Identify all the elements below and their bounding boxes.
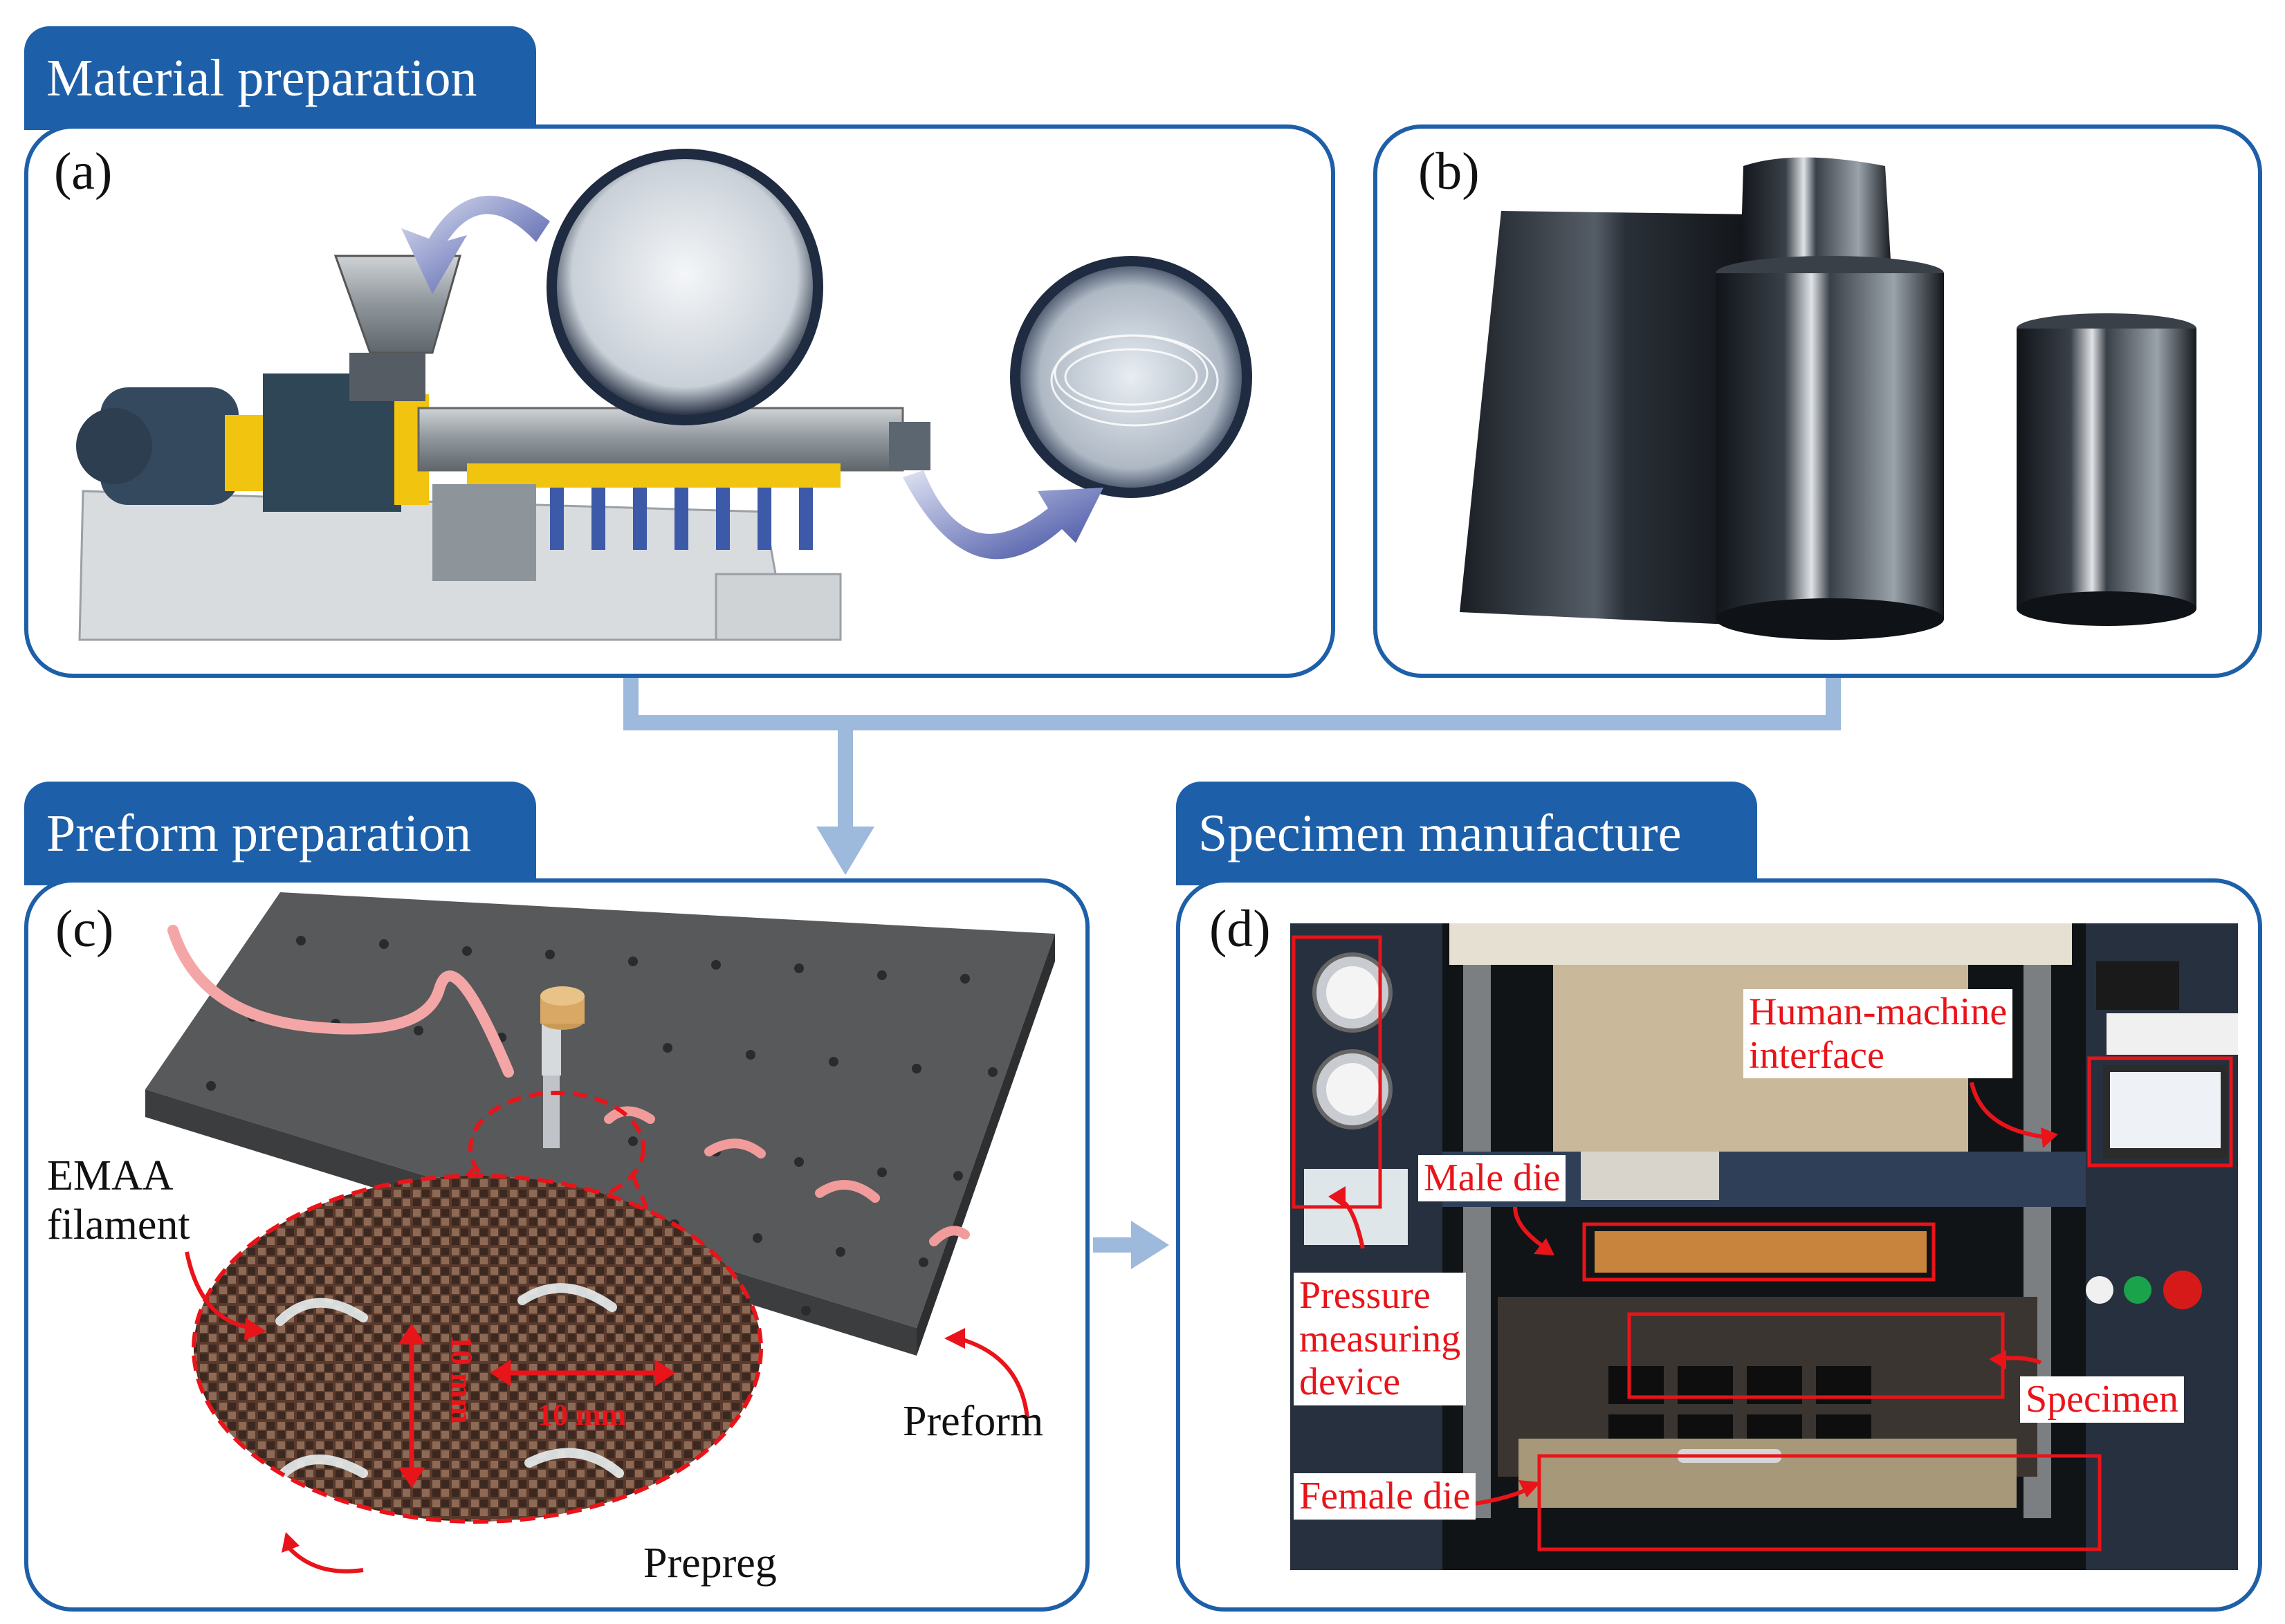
carbon-fabric-illustration <box>1460 157 2196 640</box>
panel-a-label: (a) <box>54 142 113 201</box>
extruder-illustration <box>76 149 1252 641</box>
specimen-label: Specimen <box>2020 1376 2184 1423</box>
panel-c-label: (c) <box>55 900 114 958</box>
section-tab-specimen: Specimen manufacture <box>1176 782 1757 885</box>
prepreg-label: Prepreg <box>643 1540 777 1587</box>
preform-label: Preform <box>903 1398 1044 1445</box>
section-tab-preform: Preform preparation <box>24 782 536 885</box>
panel-d-label: (d) <box>1209 900 1271 958</box>
press-machine-photo <box>1290 923 2238 1570</box>
hmi-label: Human-machine interface <box>1743 989 2013 1079</box>
emaa-filament-label: EMAA filament <box>47 1152 190 1249</box>
section-tab-material: Material preparation <box>24 26 536 130</box>
male-die-label: Male die <box>1418 1155 1566 1201</box>
dimension-label-horizontal: 10 mm <box>538 1398 626 1432</box>
preform-illustration: 10 mm 10 mm <box>145 892 1055 1574</box>
pressure-device-label: Pressure measuring device <box>1294 1273 1467 1406</box>
female-die-label: Female die <box>1294 1473 1476 1520</box>
panel-b-label: (b) <box>1418 142 1480 201</box>
dimension-label-vertical: 10 mm <box>445 1335 479 1423</box>
